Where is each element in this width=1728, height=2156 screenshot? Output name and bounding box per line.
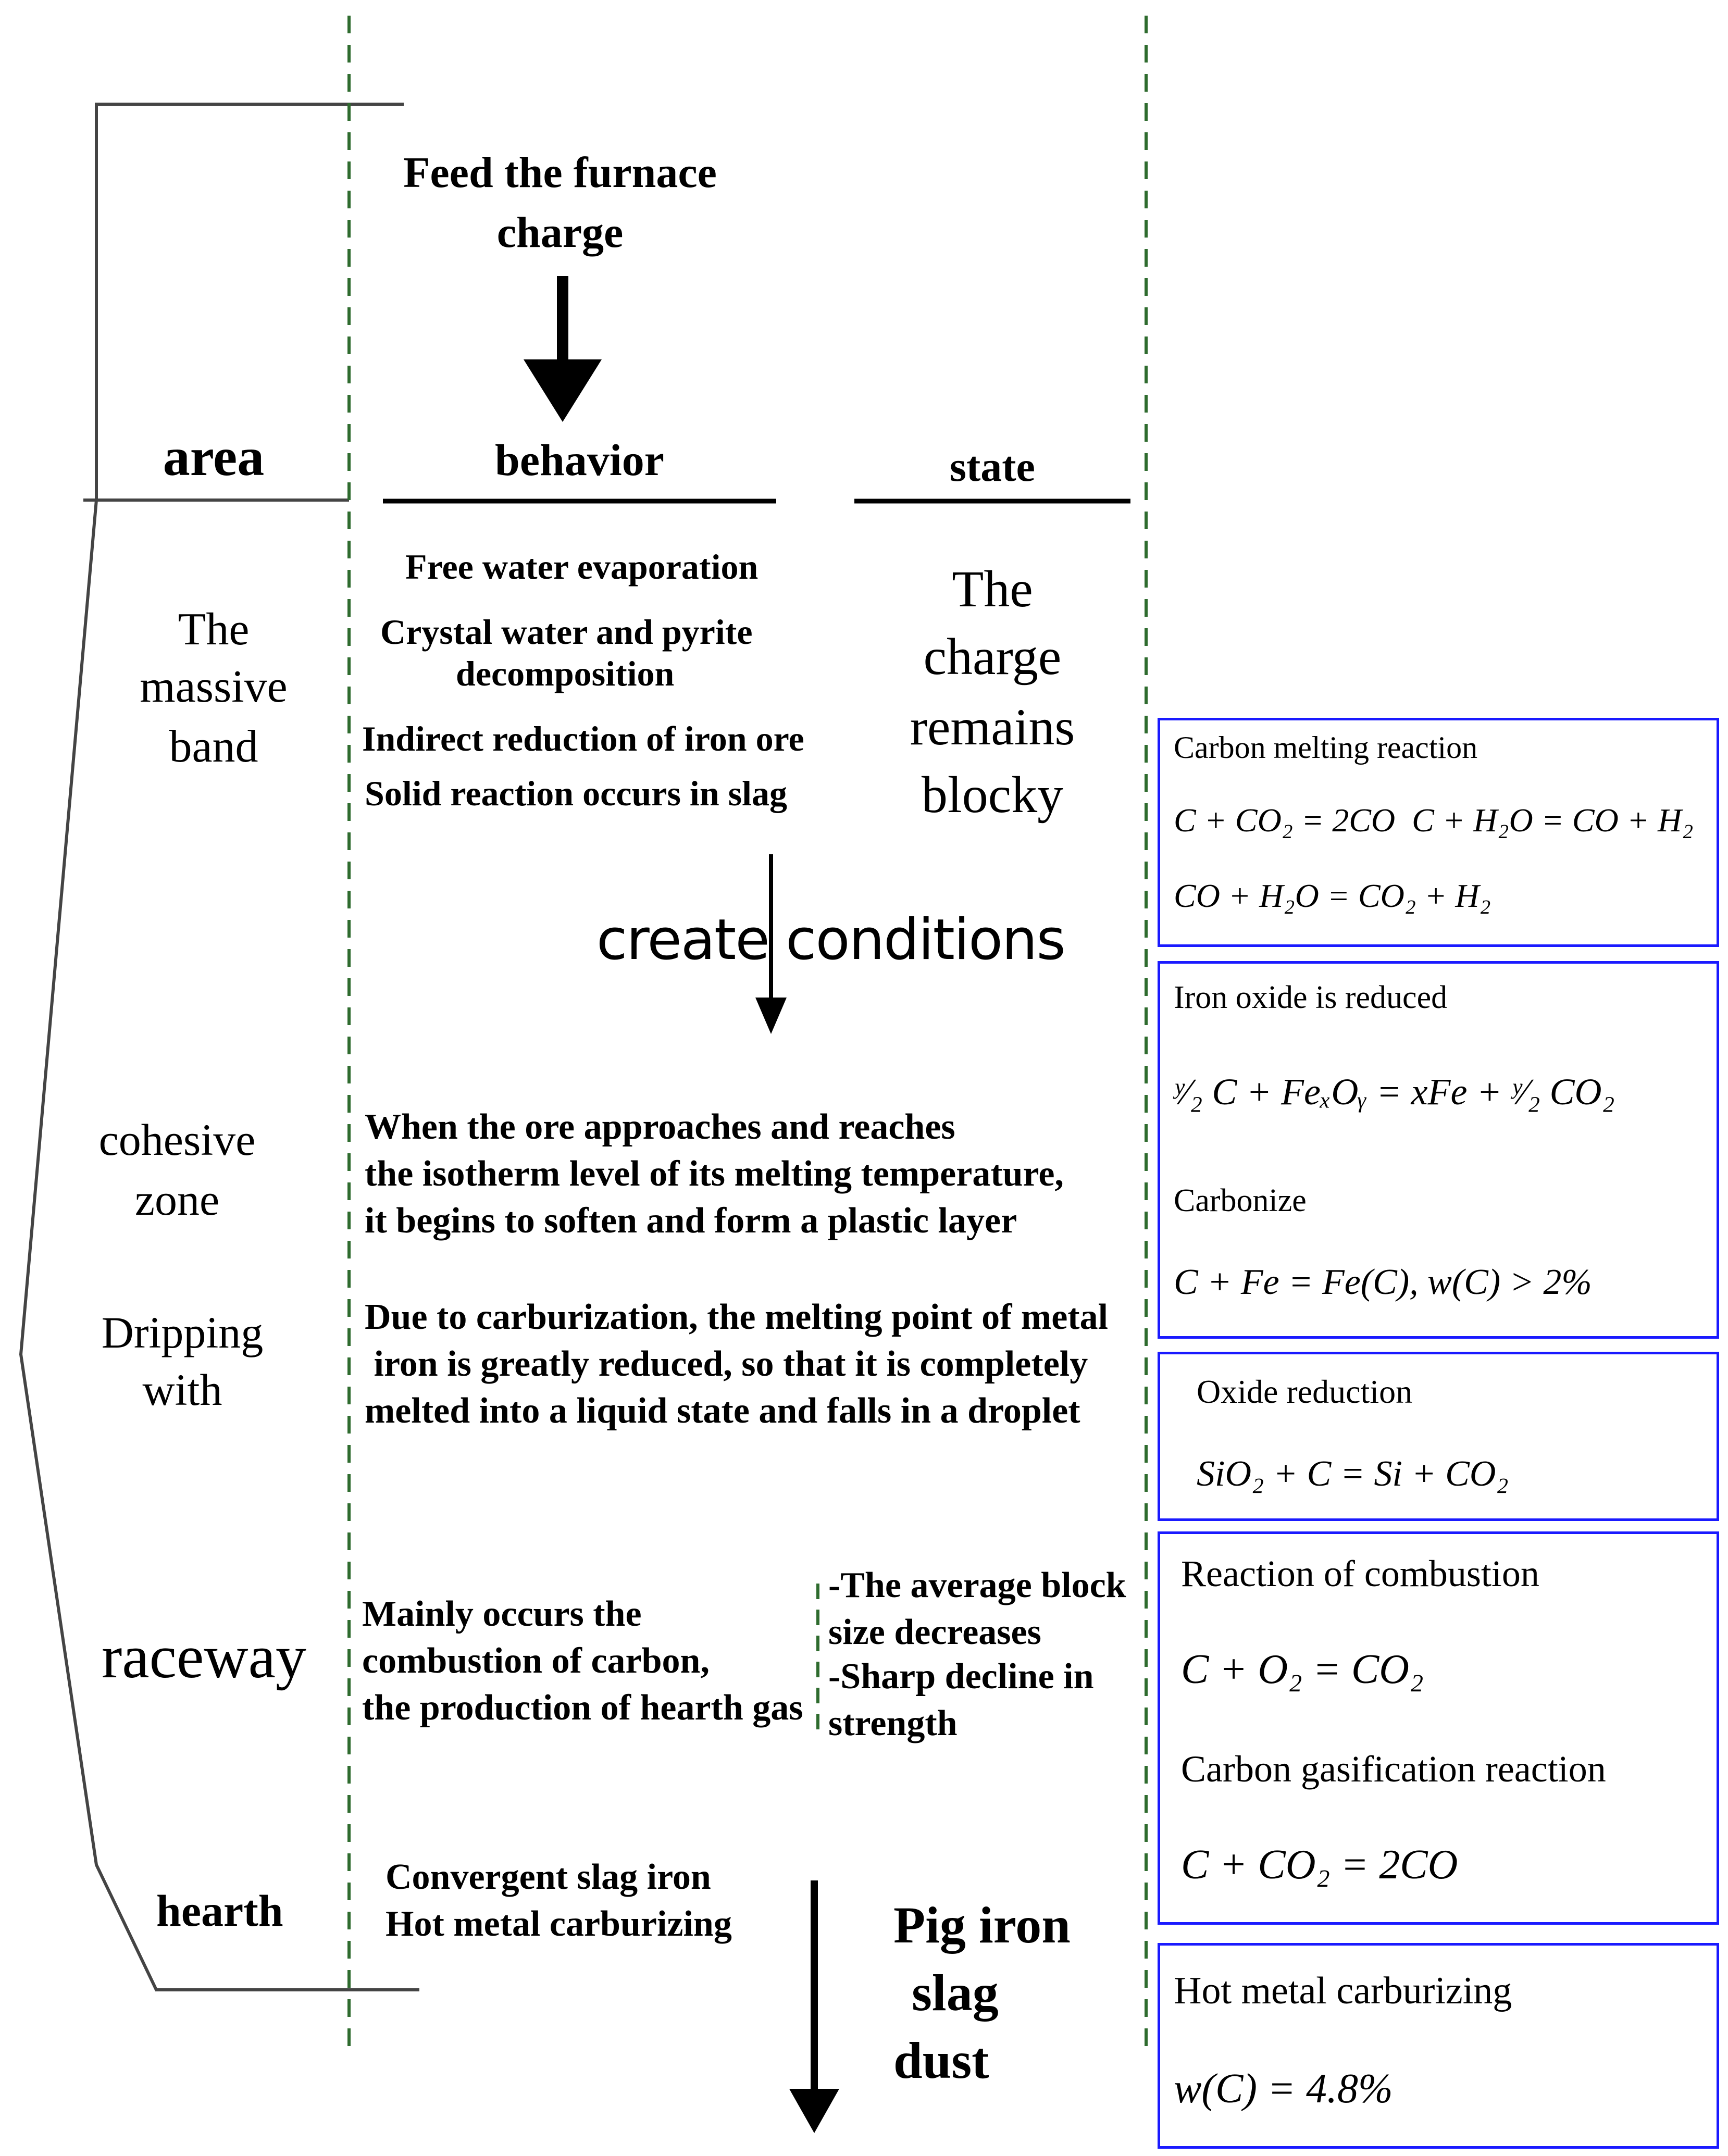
box5-equation: w(C) = 4.8%: [1174, 2066, 1393, 2112]
cohesive-behavior-2: the isotherm level of its melting temper…: [365, 1154, 1064, 1194]
reaction-box-hot-metal: Hot metal carburizing w(C) = 4.8%: [1158, 1943, 1719, 2149]
furnace-profile-outline: [19, 103, 419, 1991]
dripping-behavior-3: melted into a liquid state and falls in …: [365, 1391, 1080, 1431]
header-state: state: [950, 443, 1035, 490]
raceway-behavior-2: combustion of carbon,: [362, 1641, 710, 1681]
reaction-box-iron-oxide: Iron oxide is reduced ʸ⁄₂ C + FeₓOᵧ = xF…: [1158, 961, 1719, 1339]
feed-down-arrow: [524, 276, 602, 422]
cohesive-behavior-3: it begins to soften and form a plastic l…: [365, 1201, 1017, 1241]
box4-title: Reaction of combustion: [1181, 1553, 1539, 1594]
massive-state-line2: charge: [923, 628, 1062, 686]
feed-text-line2: charge: [496, 208, 624, 257]
raceway-area: raceway: [102, 1623, 307, 1691]
hearth-area: hearth: [156, 1886, 283, 1936]
box3-title: Oxide reduction: [1197, 1373, 1413, 1410]
box2-equation-1: ʸ⁄₂ C + FeₓOᵧ = xFe + ʸ⁄₂ CO₂: [1174, 1071, 1615, 1113]
dripping-area-line1: Dripping: [101, 1307, 264, 1357]
massive-behavior-4: Indirect reduction of iron ore: [362, 719, 804, 758]
header-behavior: behavior: [495, 435, 664, 485]
massive-behavior-5: Solid reaction occurs in slag: [365, 774, 787, 813]
header-area: area: [163, 427, 265, 487]
raceway-behavior-1: Mainly occurs the: [362, 1594, 642, 1634]
box1-equation-1: C + CO₂ = 2CO C + H₂O = CO + H₂: [1174, 802, 1694, 839]
create-conditions-arrow: [755, 854, 787, 1034]
massive-area-line2: massive: [140, 662, 288, 712]
cohesive-area-line1: cohesive: [98, 1115, 256, 1165]
massive-behavior-2: Crystal water and pyrite: [380, 612, 753, 652]
massive-behavior-1: Free water evaporation: [405, 547, 759, 587]
box2-title: Iron oxide is reduced: [1174, 980, 1448, 1015]
dripping-behavior-2: iron is greatly reduced, so that it is c…: [365, 1344, 1088, 1384]
box4-subtitle: Carbon gasification reaction: [1181, 1748, 1606, 1790]
massive-area-line3: band: [169, 721, 258, 772]
box1-equation-2: CO + H₂O = CO₂ + H₂: [1174, 877, 1491, 914]
feed-text-line1: Feed the furnace: [403, 148, 717, 197]
reaction-box-oxide-reduction: Oxide reduction SiO₂ + C = Si + CO₂: [1158, 1352, 1719, 1521]
hearth-behavior-2: Hot metal carburizing: [386, 1904, 732, 1944]
massive-area-line1: The: [178, 604, 250, 655]
raceway-state-3: -Sharp decline in: [828, 1656, 1094, 1697]
dripping-area-line2: with: [142, 1365, 222, 1415]
raceway-state-1: -The average block: [828, 1565, 1126, 1605]
box3-equation: SiO₂ + C = Si + CO₂: [1197, 1454, 1509, 1494]
massive-state-line4: blocky: [921, 766, 1064, 824]
create-conditions-text: create conditions: [596, 907, 1066, 973]
massive-state-line1: The: [952, 560, 1033, 618]
hearth-output-pig-iron: Pig iron: [893, 1896, 1071, 1954]
raceway-behavior-3: the production of hearth gas: [362, 1688, 803, 1728]
hearth-output-dust: dust: [893, 2032, 989, 2089]
cohesive-area-line2: zone: [134, 1175, 220, 1225]
hearth-behavior-1: Convergent slag iron: [386, 1857, 711, 1897]
box1-title: Carbon melting reaction: [1174, 730, 1478, 765]
dripping-behavior-1: Due to carburization, the melting point …: [365, 1297, 1109, 1337]
box2-equation-2: C + Fe = Fe(C), w(C) > 2%: [1174, 1262, 1592, 1302]
output-down-arrow: [789, 1880, 839, 2133]
raceway-state-2: size decreases: [828, 1612, 1041, 1652]
box4-equation-2: C + CO₂ = 2CO: [1181, 1842, 1458, 1888]
massive-state-line3: remains: [910, 698, 1075, 756]
box2-subtitle: Carbonize: [1174, 1183, 1307, 1218]
hearth-output-slag: slag: [912, 1964, 999, 2022]
box4-equation-1: C + O₂ = CO₂: [1181, 1647, 1424, 1692]
raceway-state-4: strength: [828, 1703, 958, 1743]
cohesive-behavior-1: When the ore approaches and reaches: [365, 1107, 955, 1147]
reaction-box-combustion: Reaction of combustion C + O₂ = CO₂ Carb…: [1158, 1531, 1719, 1925]
box5-title: Hot metal carburizing: [1174, 1970, 1512, 2012]
massive-behavior-3: decomposition: [456, 654, 675, 693]
reaction-box-carbon-melting: Carbon melting reaction C + CO₂ = 2CO C …: [1158, 718, 1719, 947]
